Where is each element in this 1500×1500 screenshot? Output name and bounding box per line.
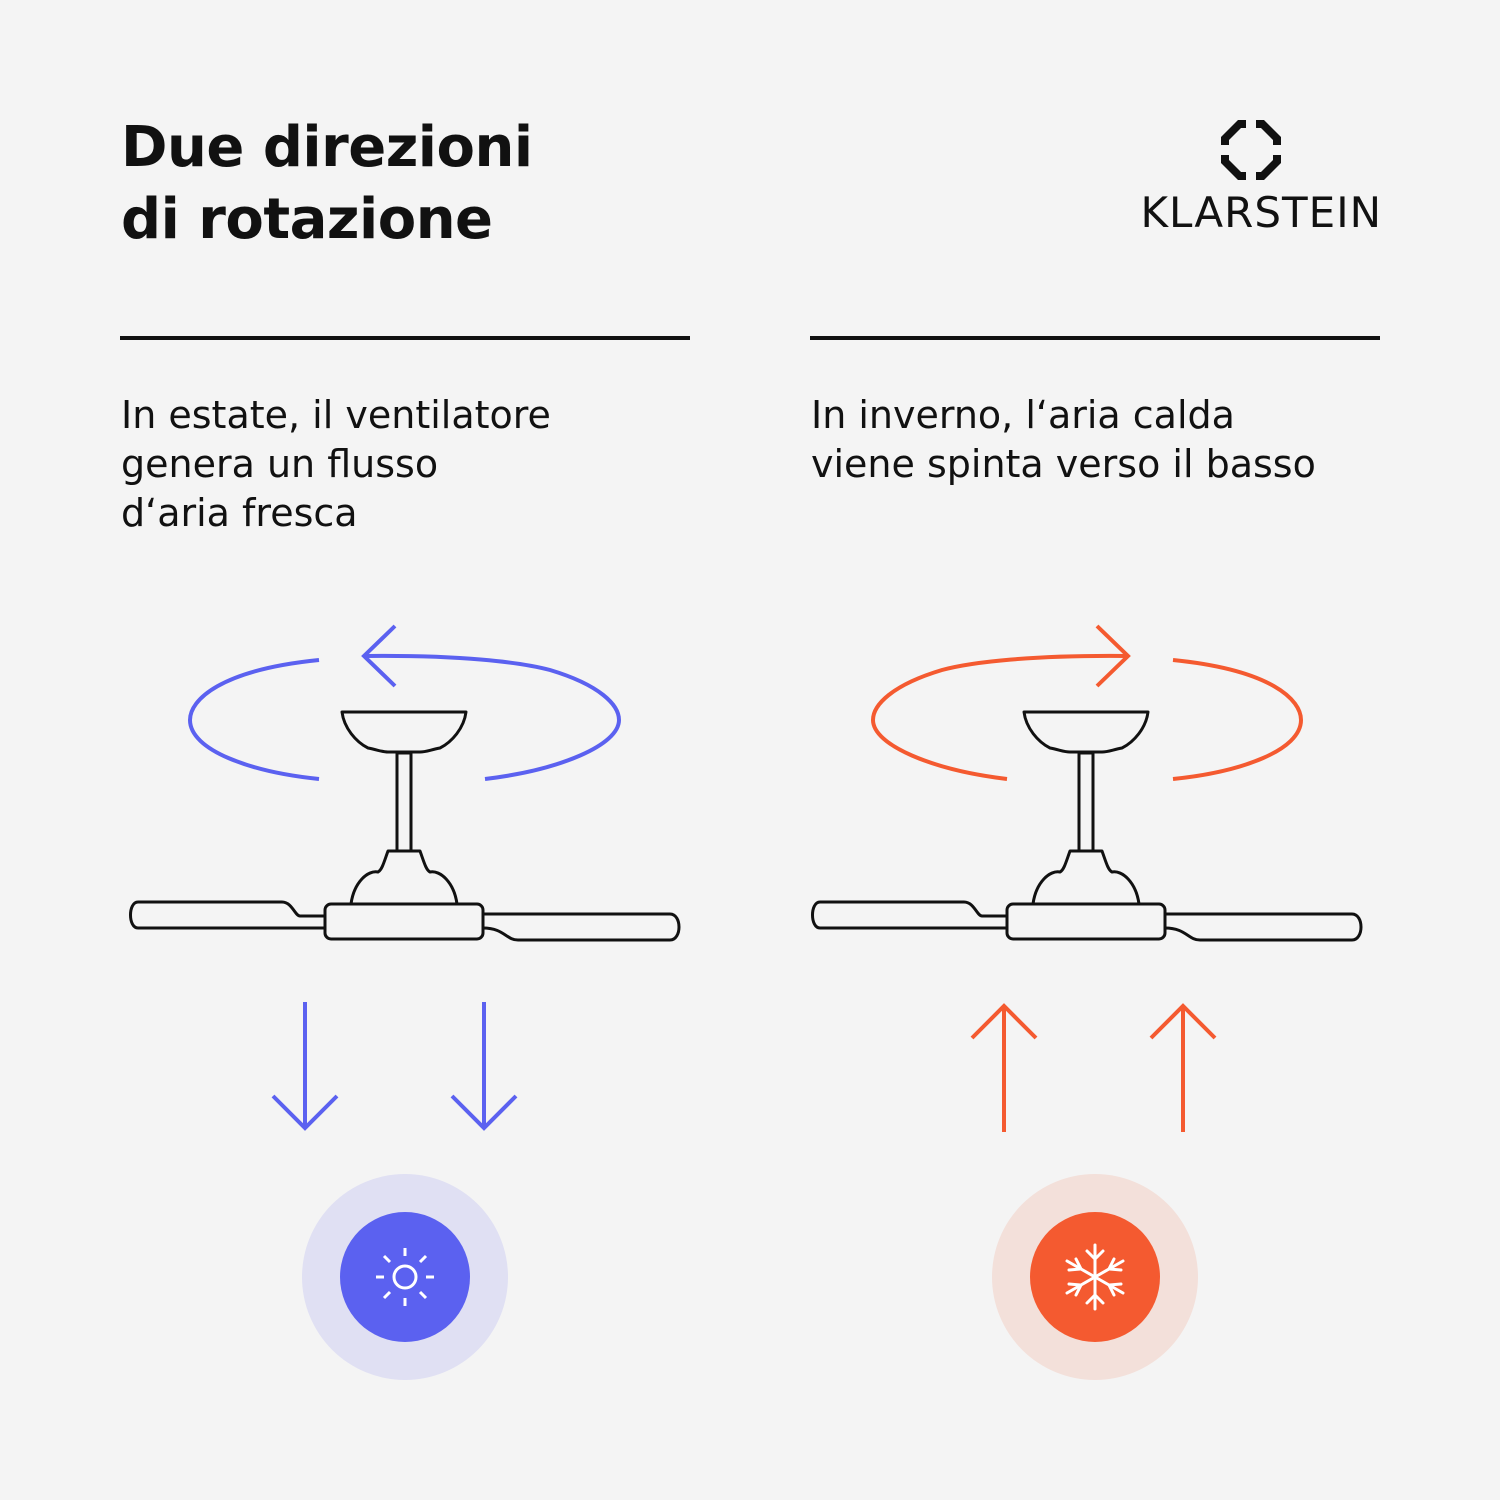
summer-fan-diagram <box>129 624 681 1380</box>
ceiling-fan-icon <box>129 710 681 942</box>
summer-description: In estate, il ventilatore genera un flus… <box>121 391 551 538</box>
ceiling-fan-icon <box>811 710 1363 942</box>
rotation-counterclockwise-icon <box>187 624 622 781</box>
klarstein-octagon-icon <box>1221 120 1281 180</box>
summer-line-2: genera un flusso <box>121 442 439 486</box>
sun-icon <box>376 1248 434 1306</box>
divider-right <box>810 336 1380 340</box>
rotation-clockwise-icon <box>870 624 1304 781</box>
sun-badge <box>340 1212 470 1342</box>
snowflake-icon <box>1065 1243 1125 1311</box>
title-line-2: di rotazione <box>121 187 493 252</box>
winter-line-2: viene spinta verso il basso <box>811 442 1316 486</box>
divider-left <box>120 336 690 340</box>
brand-logo: KLARSTEIN <box>1120 118 1382 242</box>
winter-description: In inverno, l‘aria calda viene spinta ve… <box>811 391 1316 489</box>
title-line-1: Due direzioni <box>121 115 533 180</box>
summer-line-3: d‘aria fresca <box>121 491 358 535</box>
winter-fan-diagram <box>811 624 1363 1380</box>
winter-line-1: In inverno, l‘aria calda <box>811 393 1235 437</box>
summer-line-1: In estate, il ventilatore <box>121 393 551 437</box>
airflow-up-arrows <box>970 1003 1217 1132</box>
airflow-down-arrows <box>271 1002 518 1131</box>
page-title: Due direzioni di rotazione <box>121 112 533 256</box>
brand-name: KLARSTEIN <box>1140 188 1382 237</box>
